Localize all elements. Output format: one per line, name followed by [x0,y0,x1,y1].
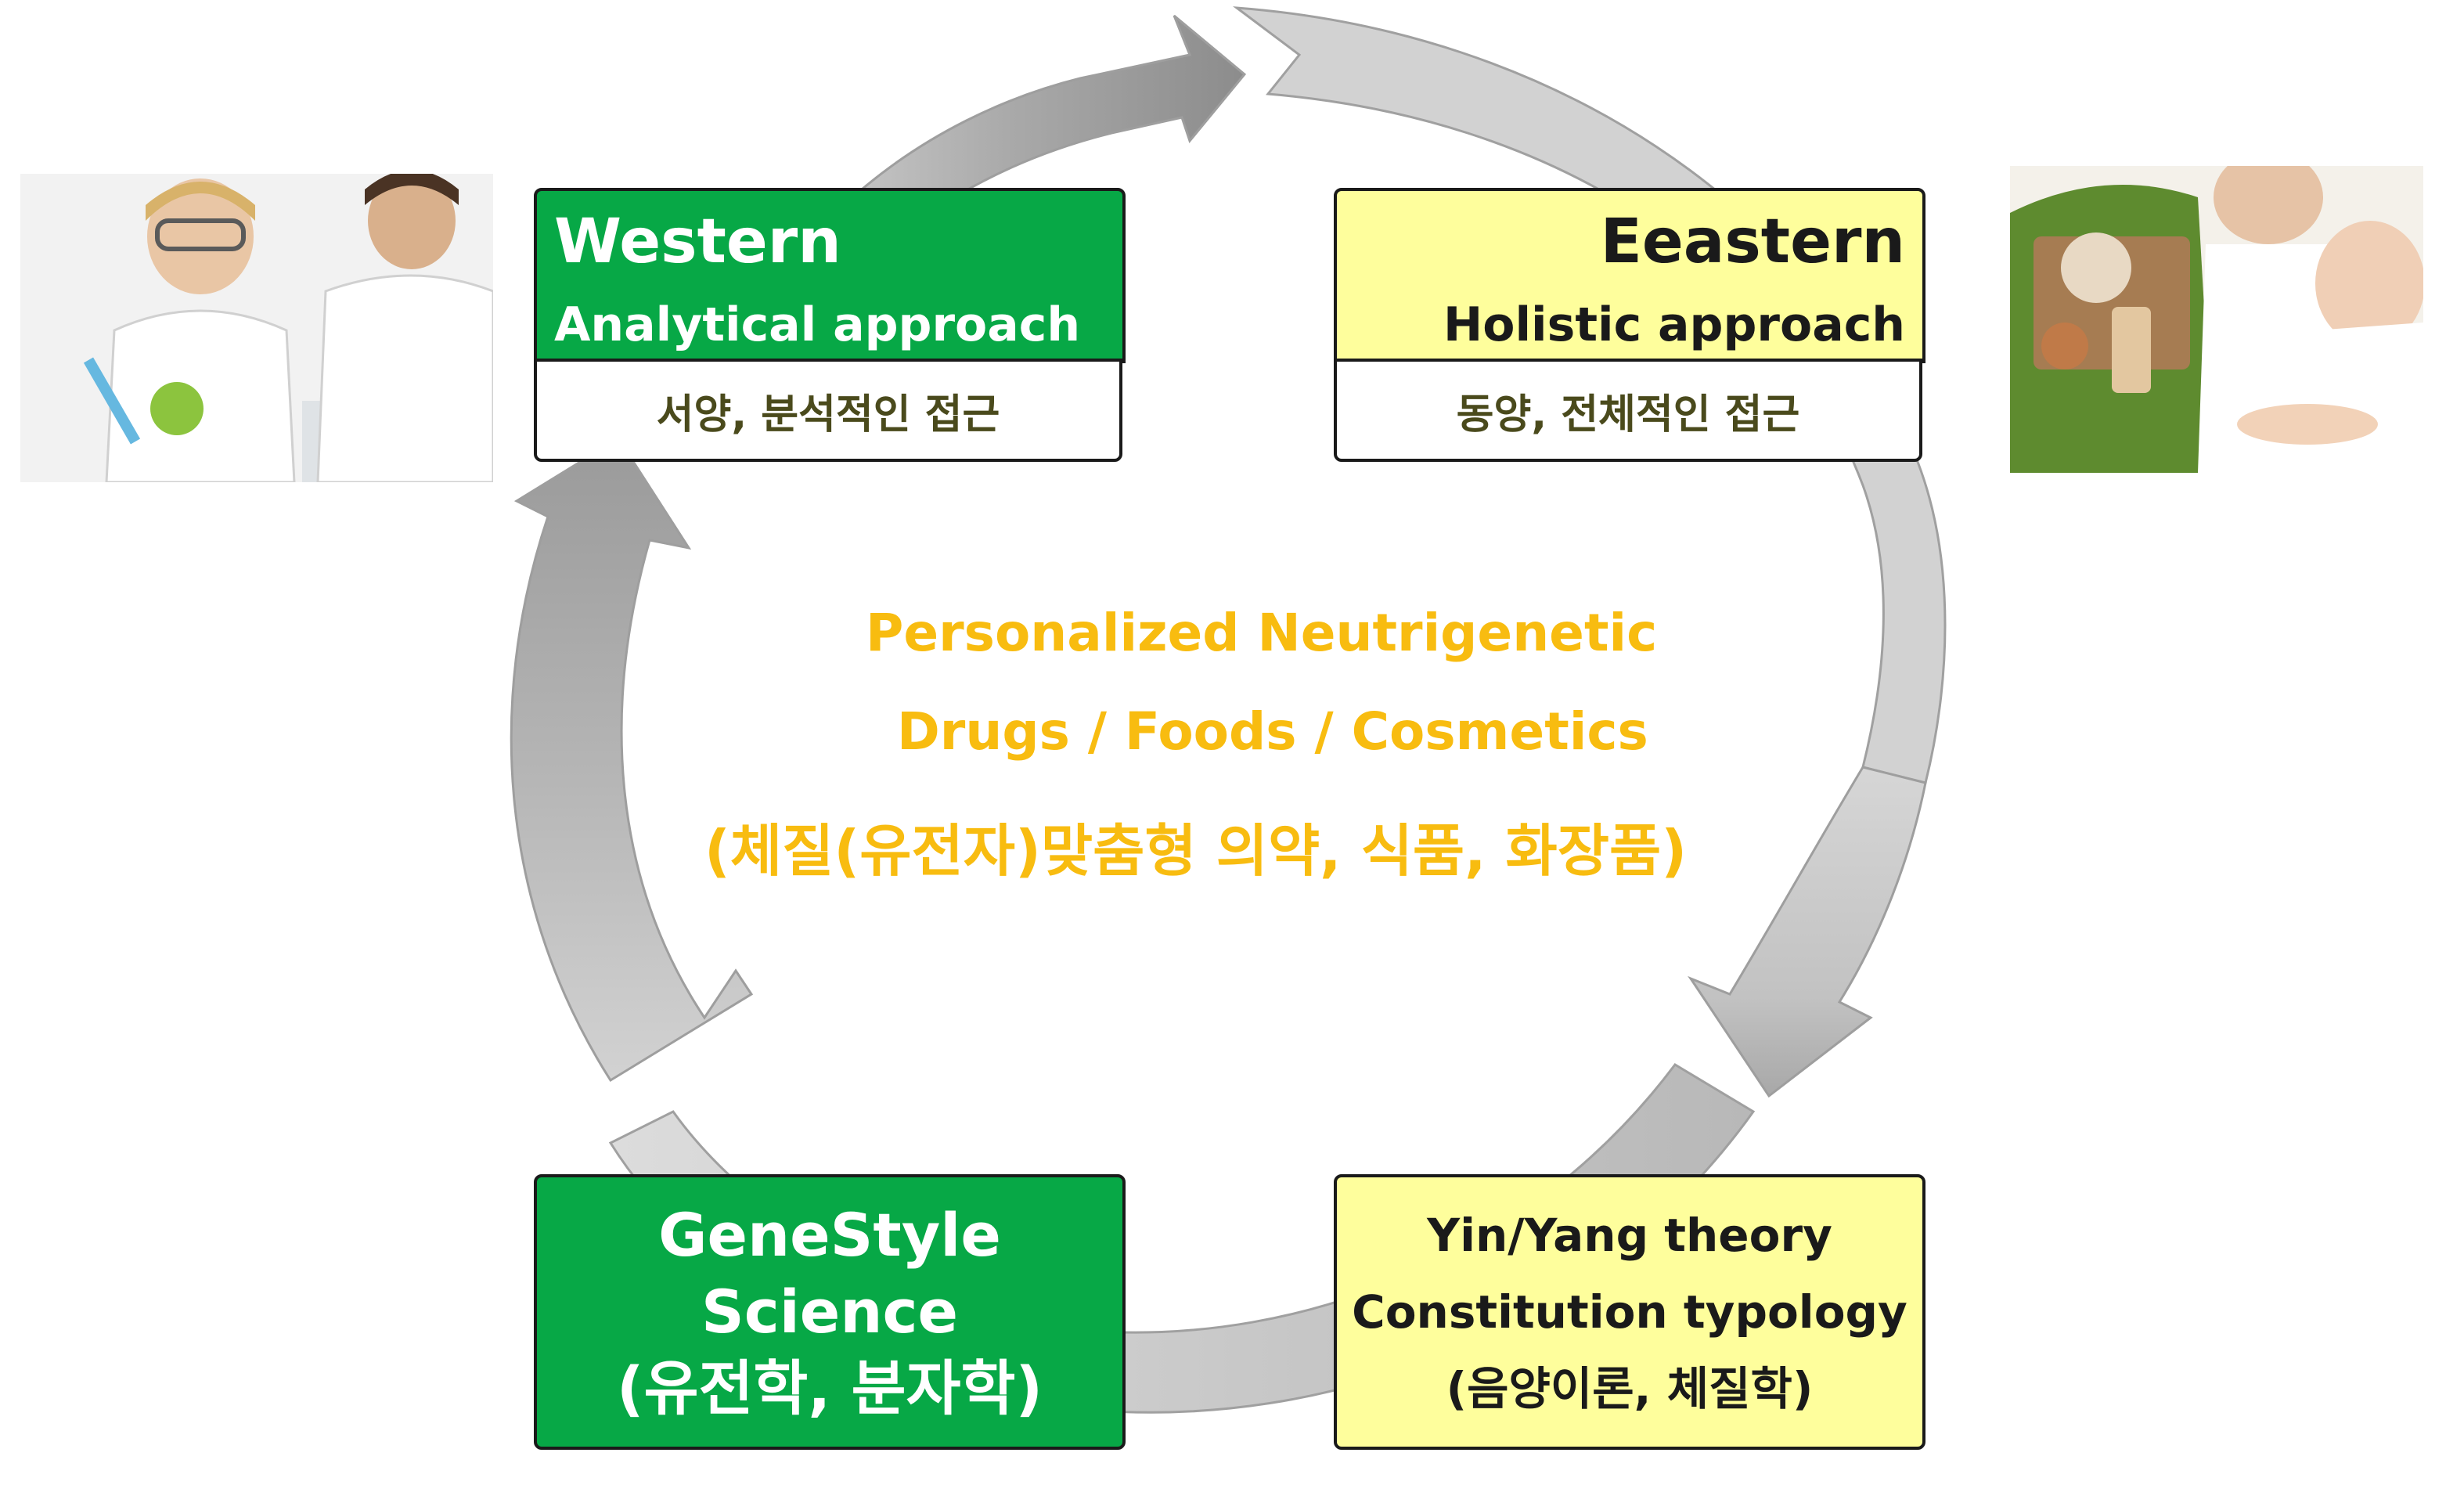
yinyang-line-3: (음양이론, 체질학) [1446,1362,1814,1415]
yinyang-line-2: Constitution typology [1352,1285,1907,1339]
eastern-title: Eeastern [1600,207,1905,277]
eastern-korean-label: 동양, 전체적인 접근 [1456,391,1800,438]
eastern-korean-box: 동양, 전체적인 접근 [1334,359,1922,462]
western-korean-label: 서양, 분석적인 접근 [656,391,1000,438]
center-title-line-1: Personalized Neutrigenetic [866,603,1658,663]
genestyle-line-3: (유전학, 분자학) [616,1353,1043,1423]
genestyle-box: GeneStyle Science (유전학, 분자학) [534,1174,1126,1450]
spa-herbal-treatment-photo [2010,166,2423,473]
laboratory-scientists-photo [20,174,493,482]
genestyle-line-1: GeneStyle [658,1200,1001,1270]
center-title-line-2: Drugs / Foods / Cosmetics [897,701,1648,762]
western-box: Western Analytical approach [534,188,1126,363]
eastern-box: Eeastern Holistic approach [1334,188,1925,363]
center-title-line-3: (체질(유전자)맞춤형 의약, 식품, 화장품) [704,818,1688,884]
yinyang-line-1: Yin/Yang theory [1427,1209,1832,1262]
cycle-arrow-left [510,436,754,1083]
eastern-approach: Holistic approach [1443,297,1905,352]
genestyle-line-2: Science [701,1277,959,1346]
cycle-arrow-lower-right [1688,766,1927,1098]
yinyang-box: Yin/Yang theory Constitution typology (음… [1334,1174,1925,1450]
western-approach: Analytical approach [554,297,1081,352]
western-korean-box: 서양, 분석적인 접근 [534,359,1122,462]
western-title: Western [554,207,841,277]
